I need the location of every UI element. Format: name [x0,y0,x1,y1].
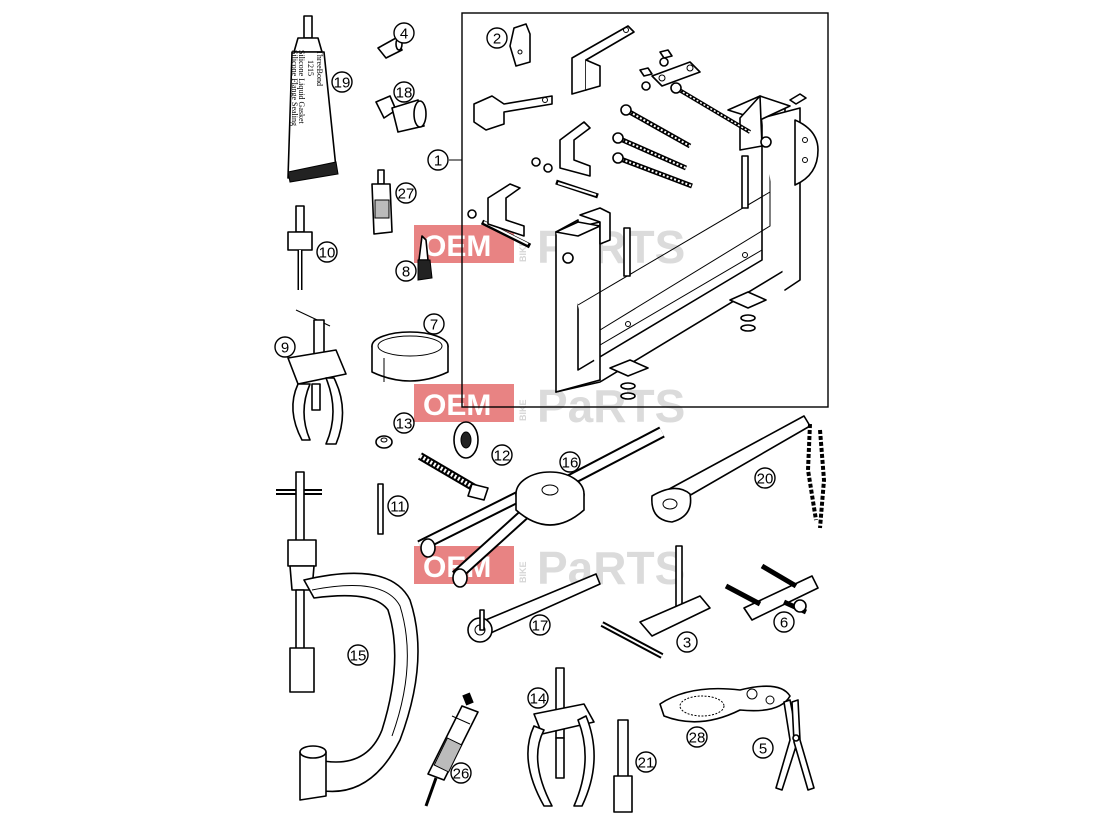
stand-adapter-bracket-top [571,25,635,95]
part-15-valve-spring-compressor [276,471,419,801]
callout-label: 5 [759,741,767,758]
callout-label: 28 [689,730,706,747]
callout-11: 11 [387,495,409,517]
svg-text:PaRTS: PaRTS [537,542,685,594]
callout-12: 12 [491,444,513,466]
callout-27: 27 [395,182,417,204]
part-17-pin-wrench [467,573,601,643]
callout-1: 1 [427,149,449,171]
part-6-bearing-puller [724,563,819,621]
part-1-group-frame [461,12,829,408]
callout-7: 7 [423,313,445,335]
callout-label: 12 [494,448,511,465]
callout-label: 6 [780,615,788,632]
callout-label: 1 [434,153,442,170]
part-9-two-arm-puller [287,309,347,445]
svg-text:BIKE: BIKE [518,240,528,262]
part-10-slide-hammer-puller [287,205,313,290]
callout-label: 18 [396,85,413,102]
svg-text:ThreeBond: ThreeBond [315,50,324,86]
part-16-clutch-holder [417,426,665,588]
part-21-socket-tool [613,719,633,813]
callout-10: 10 [316,241,338,263]
part-13-nut [375,435,393,449]
callout-label: 26 [453,766,470,783]
callout-4: 4 [393,22,415,44]
callout-2: 2 [486,27,508,49]
callout-19: 19 [331,71,353,93]
svg-text:1215: 1215 [306,60,315,76]
callout-label: 13 [396,416,413,433]
part-3-flywheel-puller [600,545,711,659]
stand-adapter-bracket-lower [487,183,525,237]
callout-3: 3 [676,631,698,653]
part-7-piston-ring-compressor [371,331,449,382]
callout-label: 3 [683,635,691,652]
part-19-sealant-tube: ThreeBond 1215 Silicone Liquid Gasket Si… [287,15,339,183]
watermark-top: OEM BIKE PaRTS [414,221,685,273]
callout-label: 14 [530,691,547,708]
callout-14: 14 [527,687,549,709]
callout-label: 4 [400,26,408,43]
callout-21: 21 [635,751,657,773]
svg-text:BIKE: BIKE [518,399,528,421]
callout-20: 20 [754,467,776,489]
part-20-chain-wrench [651,415,827,529]
svg-text:OEM: OEM [423,389,491,422]
callout-label: 11 [390,499,406,516]
callout-6: 6 [773,611,795,633]
callout-label: 9 [281,340,289,357]
stand-adapter-bracket-middle [559,121,591,177]
callout-label: 2 [493,31,501,48]
part-14-three-arm-puller [527,667,595,807]
callout-label: 20 [757,471,774,488]
part-26-syringe [424,692,479,807]
part-11-pin [377,483,384,535]
svg-text:BIKE: BIKE [518,561,528,583]
callout-13: 13 [393,412,415,434]
callout-label: 10 [319,245,336,262]
part-5-circlip-pliers [775,699,815,791]
svg-text:OEM: OEM [423,230,491,263]
callout-17: 17 [529,614,551,636]
part-18-socket [375,95,427,133]
callout-label: 21 [638,755,655,772]
callout-label: 7 [430,317,438,334]
watermark-middle: OEM BIKE PaRTS [414,380,685,432]
callout-16: 16 [559,451,581,473]
stand-adapter-bracket-left [473,95,553,131]
callout-label: 27 [398,186,415,203]
callout-label: 15 [350,648,367,665]
callout-15: 15 [347,644,369,666]
svg-text:Silicone Liquid Gasket: Silicone Liquid Gasket [297,50,306,125]
callout-9: 9 [274,336,296,358]
callout-label: 8 [402,264,410,281]
callout-label: 19 [334,75,351,92]
svg-text:Silicone Flange Sealing: Silicone Flange Sealing [290,50,299,126]
part-2-bracket [509,23,531,67]
part-28-clutch-holding-plate [659,685,791,723]
part-12-bolt-and-spacer [417,421,489,501]
callout-28: 28 [686,726,708,748]
callout-label: 17 [532,618,549,635]
engine-stand-assembly [467,49,819,400]
callout-8: 8 [395,260,417,282]
part-27-threadlocker-bottle [371,169,393,235]
callout-5: 5 [752,737,774,759]
callout-label: 16 [562,455,579,472]
watermark-bottom: OEM BIKE PaRTS [414,542,685,594]
part-8-grease-tube [417,235,433,281]
callout-26: 26 [450,762,472,784]
callout-18: 18 [393,81,415,103]
